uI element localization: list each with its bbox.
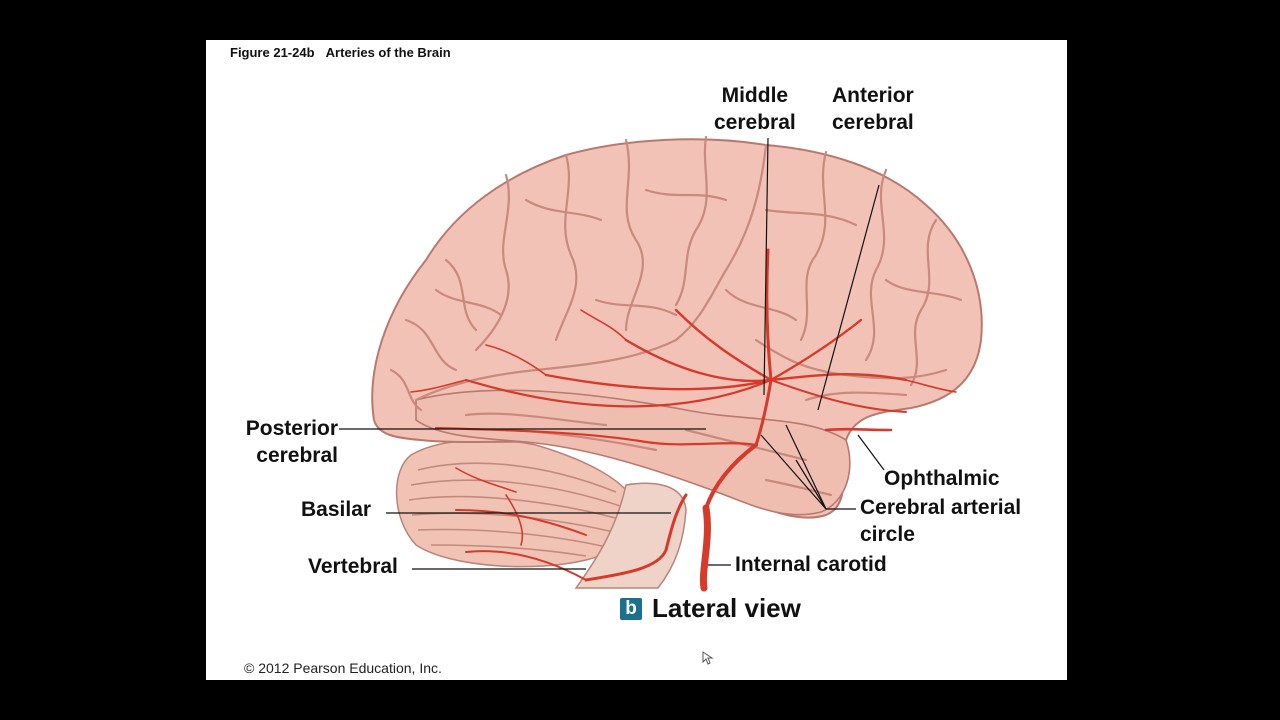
- leader-lines: [339, 137, 885, 570]
- label-internal-carotid: Internal carotid: [735, 553, 887, 576]
- label-posterior-cerebral: Posterior cerebral: [245, 417, 338, 467]
- copyright-notice: © 2012 Pearson Education, Inc.: [244, 660, 442, 676]
- slide: Figure 21-24b Arteries of the Brain: [206, 40, 1067, 680]
- label-cerebral-arterial-circle: Cerebral arterial circle: [860, 496, 1022, 546]
- label-anterior-cerebral: Anterior cerebral: [832, 84, 914, 134]
- mouse-pointer-icon: [702, 651, 714, 665]
- view-label: Lateral view: [652, 593, 801, 623]
- cerebrum: [371, 135, 983, 519]
- figure-caption: Figure 21-24b Arteries of the Brain: [230, 45, 451, 60]
- label-basilar: Basilar: [301, 498, 372, 521]
- label-middle-cerebral: Middle cerebral: [714, 84, 796, 134]
- figure-number: Figure 21-24b: [230, 45, 315, 60]
- label-ophthalmic: Ophthalmic: [884, 467, 1000, 490]
- label-vertebral: Vertebral: [308, 555, 398, 578]
- brainstem: [574, 482, 687, 589]
- view-title: b Lateral view: [620, 593, 801, 624]
- brain-illustration: [339, 135, 983, 592]
- figure-title: Arteries of the Brain: [325, 45, 451, 60]
- view-badge: b: [620, 597, 642, 620]
